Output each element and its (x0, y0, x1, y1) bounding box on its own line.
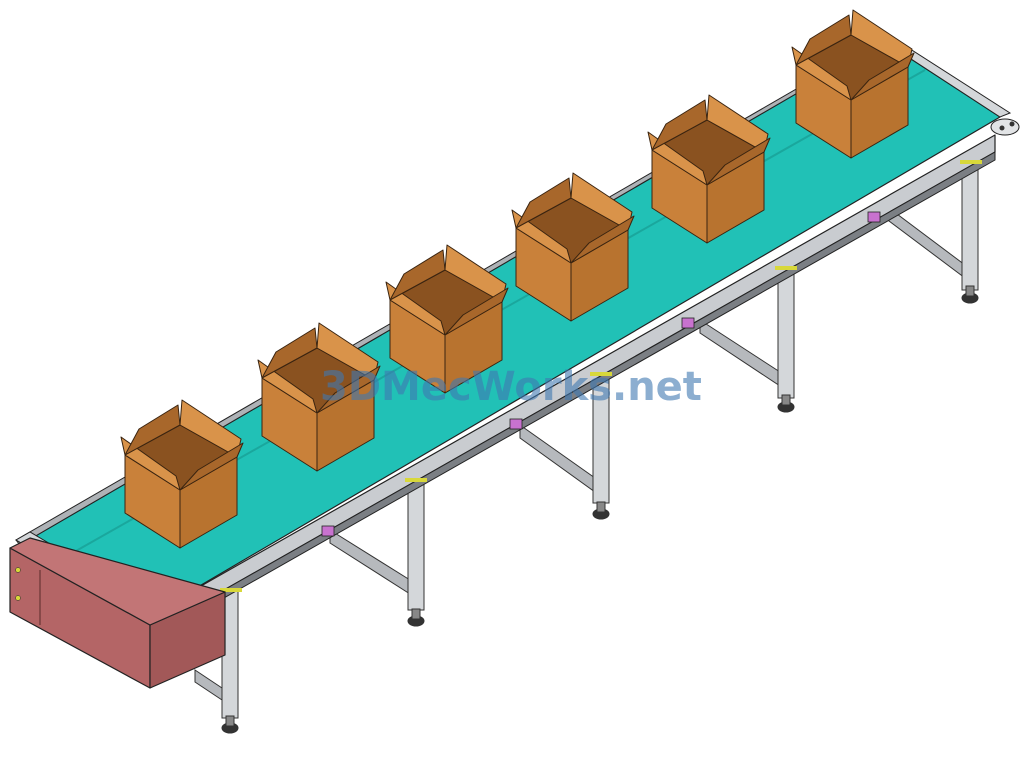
cardboard-box (647, 94, 771, 244)
box-flap (795, 14, 852, 66)
box-flap (179, 399, 242, 458)
leg-set-6 (884, 159, 979, 304)
box-flap (850, 9, 913, 68)
box-flap (511, 209, 572, 264)
box-flap (850, 52, 915, 101)
cardboard-box (257, 322, 381, 472)
leg-set-3 (329, 479, 425, 627)
watermark-text: 3DMecWorks.net (320, 364, 702, 410)
end-roller-right (883, 37, 1020, 136)
box-flap (706, 137, 771, 186)
box-flap (124, 404, 181, 456)
cardboard-box (791, 9, 915, 159)
box-flap (316, 365, 381, 414)
box-flap (444, 287, 509, 336)
box-flap (647, 131, 708, 186)
leg-set-5 (699, 267, 795, 413)
box-flap (120, 436, 181, 491)
box-flap (261, 327, 318, 379)
box-flap (570, 172, 633, 231)
box-flap (179, 442, 244, 491)
box-flap (515, 177, 572, 229)
box-flap (791, 46, 852, 101)
box-flap (570, 215, 635, 264)
box-flap (651, 99, 708, 151)
support-legs (97, 159, 979, 734)
box-flap (389, 249, 446, 301)
box-flap (444, 244, 507, 303)
frame-brackets (220, 160, 982, 592)
boxes (120, 9, 915, 549)
leg-set-4 (519, 372, 610, 520)
leg-set-1 (97, 589, 239, 734)
cardboard-box (385, 244, 509, 394)
cardboard-box (120, 399, 244, 549)
box-flap (385, 281, 446, 336)
box-flap (316, 322, 379, 381)
box-flap (706, 94, 769, 153)
box-flap (257, 359, 318, 414)
motor-cover (9, 537, 226, 689)
cardboard-box (511, 172, 635, 322)
